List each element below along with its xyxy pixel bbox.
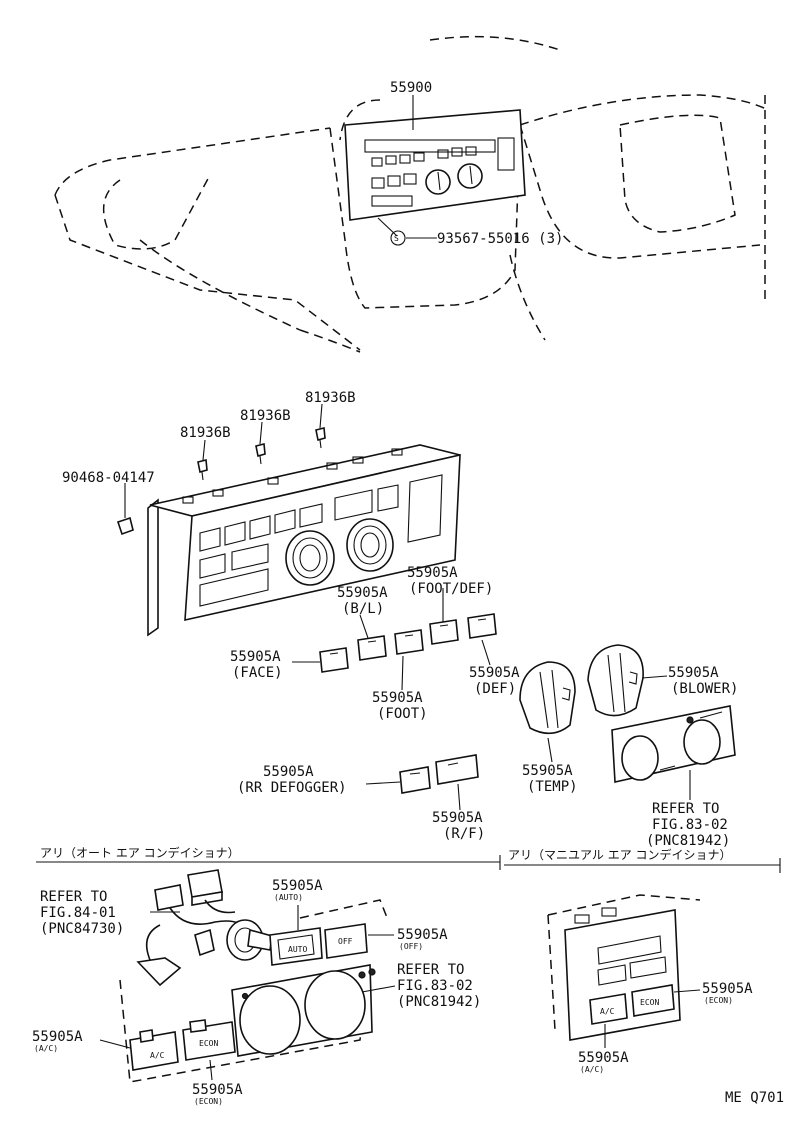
- temp-function: (TEMP): [527, 779, 578, 795]
- part-81936b-b-label: 81936B: [240, 408, 291, 424]
- def-part-number: 55905A: [469, 665, 520, 681]
- refer-8302-b-line3: (PNC81942): [397, 994, 481, 1010]
- temp-part-number: 55905A: [522, 763, 573, 779]
- econ-part-number-auto: 55905A: [192, 1082, 243, 1098]
- refer-8302-a-line2: FIG.83-02: [652, 817, 728, 833]
- ac-button-text-auto: A/C: [150, 1051, 165, 1060]
- part-81936b-a-label: 81936B: [180, 425, 231, 441]
- blower-function: (BLOWER): [671, 681, 738, 697]
- button-off: OFF: [324, 923, 368, 959]
- face-part-number: 55905A: [230, 649, 281, 665]
- auto-part-number: 55905A: [272, 878, 323, 894]
- section-auto-ac: アリ（オート エア コンデイショナ）: [40, 845, 240, 860]
- sensor-harness: [136, 869, 273, 987]
- button-def: [467, 613, 497, 639]
- face-function: (FACE): [232, 665, 283, 681]
- rr-defogger-part-number: 55905A: [263, 764, 314, 780]
- refer-8302-b-line1: REFER TO: [397, 962, 464, 978]
- auto-dial-panel: [119, 964, 376, 1083]
- foot-part-number: 55905A: [372, 690, 423, 706]
- foot-function: (FOOT): [377, 706, 428, 722]
- econ-function-auto: (ECON): [194, 1097, 223, 1106]
- auto-button-text: AUTO: [288, 945, 307, 954]
- manual-panel: A/C ECON: [547, 894, 701, 1041]
- temp-knob: [519, 661, 576, 735]
- button-auto: AUTO: [269, 927, 323, 966]
- button-foot: [394, 629, 424, 655]
- button-rf: [435, 754, 479, 785]
- rf-part-number: 55905A: [432, 810, 483, 826]
- econ-button-text-auto: ECON: [199, 1039, 218, 1048]
- econ-part-number-manual: 55905A: [702, 981, 753, 997]
- button-ac-auto: A/C: [129, 1029, 179, 1071]
- refer-8302-b-line2: FIG.83-02: [397, 978, 473, 994]
- part-90468-label: 90468-04147: [62, 470, 155, 486]
- button-bl: [357, 635, 387, 661]
- blower-knob-hole: [346, 518, 394, 572]
- ac-part-number-manual: 55905A: [578, 1050, 629, 1066]
- refer-8401-line1: REFER TO: [40, 889, 107, 905]
- off-button-text: OFF: [338, 937, 353, 946]
- section-manual-ac: アリ（マニユアル エア コンデイショナ）: [508, 847, 732, 862]
- dashboard-overview: 55900 S 93567-55016 (3): [54, 35, 769, 353]
- screw-81936b-b: [255, 442, 266, 465]
- ac-function-manual: (A/C): [580, 1065, 604, 1074]
- ac-function-auto: (A/C): [34, 1044, 58, 1053]
- dial-plate: [611, 705, 736, 783]
- econ-button-text-manual: ECON: [640, 998, 659, 1007]
- off-part-number: 55905A: [397, 927, 448, 943]
- bulb-90468: [116, 516, 134, 536]
- refer-8302-a-line3: (PNC81942): [646, 833, 730, 849]
- button-foot-def: [429, 619, 459, 645]
- rr-defogger-function: (RR DEFOGGER): [237, 780, 347, 796]
- main-control-panel: [147, 444, 461, 637]
- part-81936b-c-label: 81936B: [305, 390, 356, 406]
- screw-81936b-a: [197, 458, 208, 481]
- button-econ-auto: ECON: [182, 1019, 236, 1061]
- blower-knob: [587, 644, 644, 717]
- auto-function: (AUTO): [274, 893, 303, 902]
- refer-8302-a-line1: REFER TO: [652, 801, 719, 817]
- mini-control-panel: [344, 109, 526, 221]
- refer-8401-line3: (PNC84730): [40, 921, 124, 937]
- ac-part-number-auto: 55905A: [32, 1029, 83, 1045]
- button-rr-defogger: [399, 766, 431, 794]
- econ-function-manual: (ECON): [704, 996, 733, 1005]
- figure-code: ME Q701: [725, 1090, 784, 1106]
- blower-part-number: 55905A: [668, 665, 719, 681]
- temp-knob-hole: [285, 530, 335, 586]
- screw-81936b-c: [315, 426, 326, 449]
- foot-def-part-number: 55905A: [407, 565, 458, 581]
- part-93567-label: 93567-55016 (3): [437, 231, 563, 247]
- def-function: (DEF): [474, 681, 516, 697]
- off-function: (OFF): [399, 942, 423, 951]
- bl-part-number: 55905A: [337, 585, 388, 601]
- button-face: [319, 647, 349, 673]
- ac-button-text-manual: A/C: [600, 1007, 615, 1016]
- rf-function: (R/F): [443, 826, 485, 842]
- refer-8401-line2: FIG.84-01: [40, 905, 116, 921]
- part-55900-label: 55900: [390, 80, 432, 96]
- s-mark: S: [394, 234, 399, 243]
- bl-function: (B/L): [342, 601, 384, 617]
- foot-def-function: (FOOT/DEF): [409, 581, 493, 597]
